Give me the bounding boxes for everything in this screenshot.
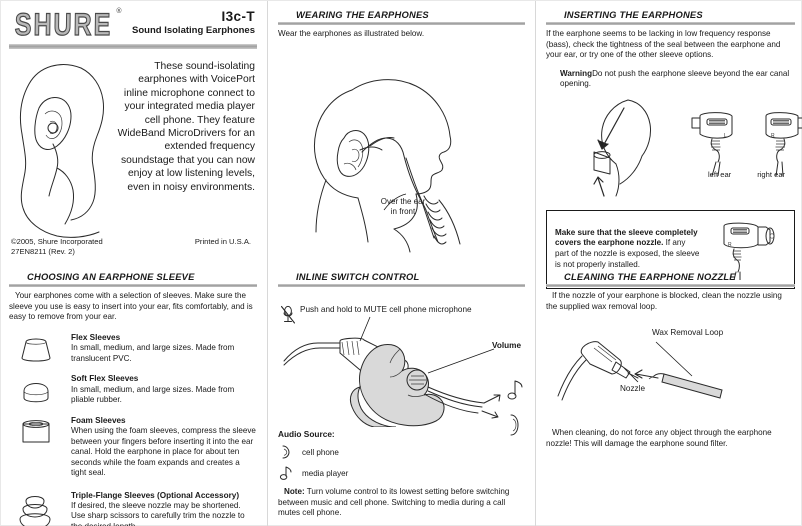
- earphone-nozzle-illustration: R: [704, 218, 786, 280]
- note-label: Note:: [284, 487, 305, 496]
- callout-text: Make sure that the sleeve completely cov…: [555, 228, 700, 271]
- left-right-earphone-illustration: L R: [691, 112, 802, 176]
- section-divider: [278, 284, 525, 287]
- section-wearing-earphones: WEARING THE EARPHONES Wear the earphones…: [278, 9, 525, 40]
- section-inline-switch: INLINE SWITCH CONTROL Push and hold to M…: [278, 271, 525, 519]
- section-choosing-sleeve: CHOOSING AN EARPHONE SLEEVE Your earphon…: [9, 271, 257, 526]
- mute-mic-icon: [280, 305, 296, 324]
- choosing-sleeve-intro: Your earphones come with a selection of …: [9, 291, 253, 322]
- phone-icon: [510, 414, 519, 436]
- sleeve-description: If desired, the sleeve nozzle may be sho…: [71, 500, 245, 526]
- ear-labels: left ear right ear: [708, 170, 785, 179]
- flex-sleeve-icon: [9, 332, 63, 364]
- inline-switch-illustration: Push and hold to MUTE cell phone microph…: [278, 291, 525, 436]
- sleeve-info: Flex Sleeves In small, medium, and large…: [71, 332, 257, 364]
- audio-source-block: Audio Source: cell phone media player: [278, 429, 525, 481]
- model-block: I3c-T Sound Isolating Earphones: [132, 7, 257, 36]
- column-left: SHURE ® I3c-T Sound Isolating Earphones: [1, 1, 267, 526]
- column-right: INSERTING THE EARPHONES If the earphone …: [535, 1, 802, 526]
- copyright-text: ©2005, Shure Incorporated 27EN8211 (Rev.…: [11, 237, 103, 256]
- sleeve-name: Triple-Flange Sleeves (Optional Accessor…: [71, 490, 240, 500]
- caption-line-1: Over the ear: [380, 196, 426, 206]
- section-title-inserting: INSERTING THE EARPHONES: [564, 9, 703, 20]
- svg-text:L: L: [724, 133, 727, 139]
- sleeve-coverage-callout-box: Make sure that the sleeve completely cov…: [546, 209, 795, 289]
- inserting-intro: If the earphone seems to be lacking in l…: [546, 29, 781, 60]
- nozzle-label: Nozzle: [620, 384, 646, 394]
- inserting-illustration: L R left ear: [546, 96, 802, 197]
- caption-line-2: in front: [390, 206, 416, 216]
- svg-text:R: R: [728, 242, 732, 248]
- soft-flex-sleeve-icon: [9, 373, 63, 405]
- music-note-icon: [278, 465, 294, 481]
- section-title-cleaning: CLEANING THE EARPHONE NOZZLE: [564, 271, 736, 282]
- sleeve-info: Soft Flex Sleeves In small, medium, and …: [71, 373, 257, 405]
- left-ear-label: left ear: [708, 169, 732, 179]
- section-divider: [278, 22, 525, 25]
- wearing-illustration: Over the ear in front: [278, 40, 525, 253]
- intro-paragraph: These sound-isolating earphones with Voi…: [117, 61, 255, 193]
- cleaning-intro: If the nozzle of your earphone is blocke…: [546, 291, 782, 311]
- shure-logo: SHURE ®: [9, 7, 122, 43]
- section-divider: [546, 22, 795, 25]
- callout-bold-text: Make sure that the sleeve completely cov…: [555, 227, 698, 248]
- mute-callout-label: Push and hold to MUTE cell phone microph…: [300, 305, 472, 314]
- sleeve-name: Flex Sleeves: [71, 332, 121, 342]
- audio-source-label: cell phone: [302, 447, 339, 457]
- section-title-inline-switch: INLINE SWITCH CONTROL: [296, 271, 420, 282]
- wearing-intro: Wear the earphones as illustrated below.: [278, 29, 425, 38]
- sleeve-name: Foam Sleeves: [71, 415, 126, 425]
- column-middle: WEARING THE EARPHONES Wear the earphones…: [267, 1, 535, 526]
- sleeve-info: Foam Sleeves When using the foam sleeves…: [71, 415, 257, 479]
- audio-source-title: Audio Source:: [278, 429, 335, 439]
- warning-label: Warning: [560, 68, 593, 78]
- sleeve-name: Soft Flex Sleeves: [71, 374, 139, 384]
- document-header: SHURE ® I3c-T Sound Isolating Earphones: [9, 7, 257, 43]
- audio-source-item: cell phone: [278, 444, 525, 460]
- sleeve-item: Triple-Flange Sleeves (Optional Accessor…: [9, 490, 257, 526]
- head-with-earphone-illustration: [9, 56, 109, 241]
- inline-switch-note: Note: Turn volume control to its lowest …: [278, 487, 525, 519]
- sleeve-info: Triple-Flange Sleeves (Optional Accessor…: [71, 490, 257, 526]
- sleeve-item: Soft Flex Sleeves In small, medium, and …: [9, 373, 257, 405]
- audio-source-label: media player: [302, 468, 349, 478]
- sleeve-description: When using the foam sleeves, compress th…: [71, 426, 256, 477]
- section-inserting-earphones: INSERTING THE EARPHONES If the earphone …: [546, 9, 795, 90]
- sleeve-description: In small, medium, and large sizes. Made …: [71, 384, 235, 405]
- model-subtitle: Sound Isolating Earphones: [132, 25, 255, 36]
- warning-text: Do not push the earphone sleeve beyond t…: [560, 68, 790, 89]
- note-text: Turn volume control to its lowest settin…: [278, 487, 510, 518]
- foam-sleeve-icon: [9, 415, 63, 447]
- callout-rest-text: If any part of the nozzle is exposed, th…: [555, 238, 700, 269]
- section-cleaning-nozzle: CLEANING THE EARPHONE NOZZLE If the nozz…: [546, 271, 795, 449]
- sleeve-item: Foam Sleeves When using the foam sleeves…: [9, 415, 257, 479]
- registered-trademark-icon: ®: [116, 8, 122, 15]
- volume-callout-label: Volume: [492, 341, 521, 350]
- sleeve-description: In small, medium, and large sizes. Made …: [71, 343, 235, 363]
- figure-caption-over-the-ear: Over the ear in front: [356, 197, 450, 217]
- section-title-wearing: WEARING THE EARPHONES: [296, 9, 429, 20]
- copyright-row: ©2005, Shure Incorporated 27EN8211 (Rev.…: [9, 237, 257, 257]
- sleeve-item: Flex Sleeves In small, medium, and large…: [9, 332, 257, 364]
- cleaning-illustration: Wax Removal Loop Nozzle: [546, 316, 795, 436]
- section-title-choosing-sleeve: CHOOSING AN EARPHONE SLEEVE: [27, 271, 195, 282]
- intro-block: These sound-isolating earphones with Voi…: [9, 56, 257, 241]
- music-note-icon: [507, 380, 523, 400]
- printed-in-text: Printed in U.S.A.: [194, 237, 251, 246]
- cleaning-warning: When cleaning, do not force any object t…: [546, 428, 772, 448]
- shure-logo-text: SHURE: [14, 7, 113, 43]
- section-divider: [9, 284, 257, 287]
- audio-source-item: media player: [278, 465, 525, 481]
- section-divider: [546, 284, 795, 287]
- svg-text:R: R: [771, 133, 775, 139]
- phone-icon: [278, 444, 294, 460]
- wax-removal-loop-label: Wax Removal Loop: [652, 328, 724, 338]
- inserting-warning: WarningDo not push the earphone sleeve b…: [546, 69, 795, 90]
- header-divider: [9, 44, 257, 49]
- triple-flange-sleeve-icon: [9, 490, 63, 526]
- model-name: I3c-T: [221, 9, 255, 24]
- right-ear-label: right ear: [757, 169, 786, 179]
